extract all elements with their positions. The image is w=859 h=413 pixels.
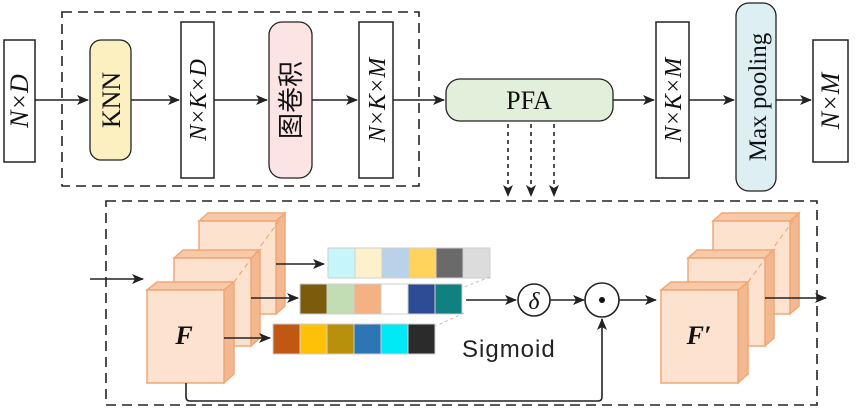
- swatch-row3-6: [407, 323, 436, 355]
- swatch-row2-2: [326, 283, 355, 315]
- knn-node: KNN: [89, 39, 132, 161]
- row-dashed-edge-1: [463, 276, 491, 288]
- swatch-row1-6: [462, 247, 491, 279]
- pfa-detail-box: [105, 200, 818, 406]
- pfa-output-shape-node: N×K×M: [655, 21, 690, 179]
- pfa-output-shape-label: N×K×M: [661, 56, 687, 143]
- input-shape-label: N×D: [5, 74, 34, 129]
- max-pooling-node: Max pooling: [735, 2, 777, 192]
- conv-output-shape-label: N×K×M: [365, 56, 391, 143]
- swatch-row1-3: [381, 247, 410, 279]
- swatch-row2-6: [434, 283, 463, 315]
- color-row-3: [272, 323, 436, 355]
- swatch-row1-2: [354, 247, 383, 279]
- swatch-row1-1: [327, 247, 356, 279]
- input-feature-stack: [144, 211, 287, 385]
- swatch-row3-2: [299, 323, 328, 355]
- pfa-node: PFA: [445, 78, 614, 122]
- knn-output-shape-label: N×K×D: [186, 59, 212, 142]
- graph-conv-node: 图卷积: [268, 21, 313, 179]
- color-row-2: [299, 283, 463, 315]
- swatch-row2-3: [353, 283, 382, 315]
- swatch-row3-1: [272, 323, 301, 355]
- delta-node: δ: [517, 283, 551, 317]
- swatch-row1-5: [435, 247, 464, 279]
- output-shape-node: N×M: [812, 39, 849, 163]
- swatch-row1-4: [408, 247, 437, 279]
- output-feature-label: F′: [686, 321, 712, 350]
- knn-label: KNN: [97, 72, 126, 129]
- swatch-row2-5: [407, 283, 436, 315]
- input-feature-label: F: [174, 321, 192, 350]
- skip-connection: [185, 318, 607, 402]
- conv-output-shape-node: N×K×M: [358, 21, 394, 179]
- color-row-1: [327, 247, 491, 279]
- swatch-row3-3: [326, 323, 355, 355]
- knn-output-shape-node: N×K×D: [180, 21, 215, 179]
- row-dashed-edge-2: [435, 312, 465, 327]
- swatch-row3-4: [353, 323, 382, 355]
- swatch-row3-5: [380, 323, 409, 355]
- input-shape-node: N×D: [3, 39, 36, 163]
- output-shape-label: N×M: [816, 71, 845, 130]
- dot-product-node: ⊙: [584, 282, 620, 318]
- swatch-row2-1: [299, 283, 328, 315]
- max-pooling-label: Max pooling: [745, 32, 772, 161]
- pfa-label: PFA: [506, 86, 552, 115]
- sigmoid-label: Sigmoid: [462, 336, 556, 363]
- delta-symbol: δ: [528, 289, 540, 315]
- swatch-row2-4: [380, 283, 409, 315]
- dashed-group-box: [61, 11, 420, 187]
- graph-conv-label: 图卷积: [277, 61, 306, 139]
